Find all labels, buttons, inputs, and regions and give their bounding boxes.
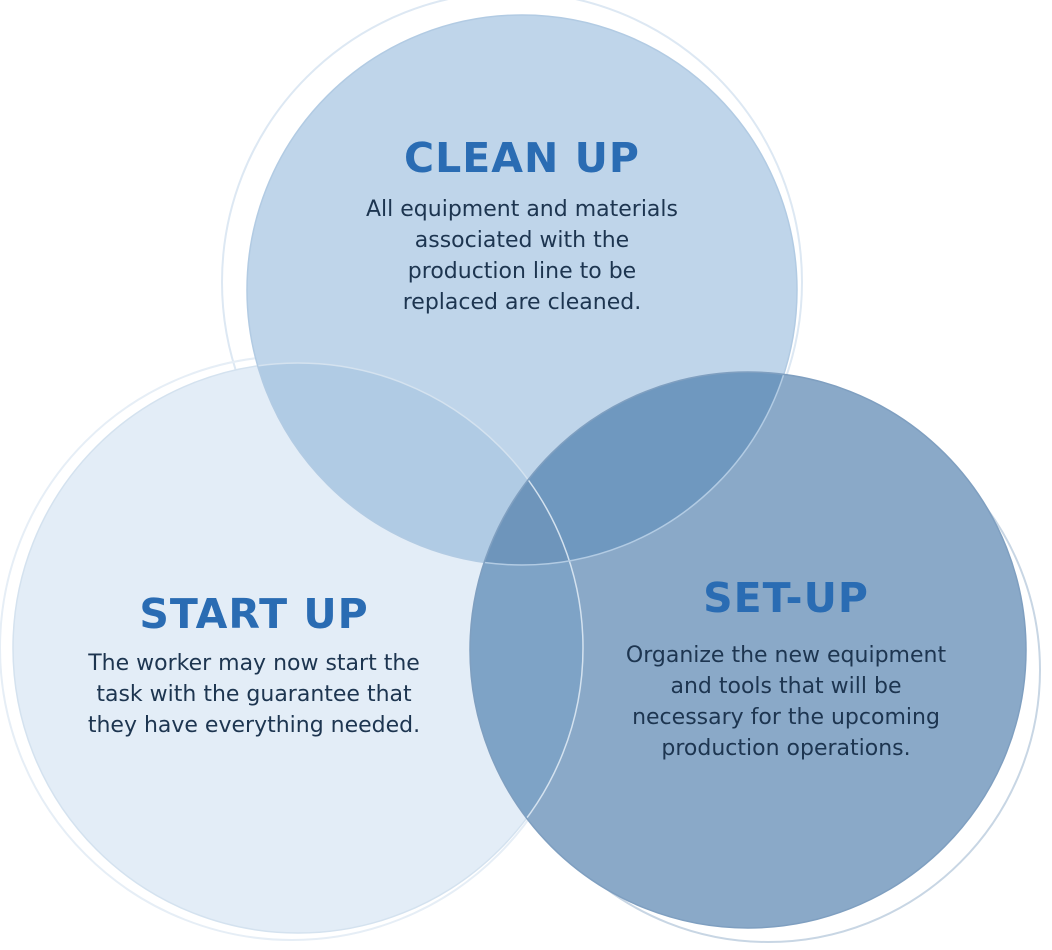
clean-up-rim [246, 14, 798, 566]
set-up-title: SET-UP [703, 574, 869, 622]
set-up-line: and tools that will be [670, 674, 902, 699]
clean-up-line: production line to be [407, 259, 637, 284]
overlap-clean-setup [470, 372, 797, 565]
clean-up-line: All equipment and materials [366, 197, 678, 222]
set-up-line: production operations. [661, 736, 911, 761]
set-up-line: Organize the new equipment [625, 643, 947, 668]
set-up-rim [469, 371, 1027, 929]
start-up-block: START UP The worker may now start the ta… [54, 590, 454, 741]
clean-up-title: CLEAN UP [404, 134, 640, 182]
start-up-line: The worker may now start the [88, 651, 420, 676]
start-up-rim [12, 362, 584, 934]
start-up-line: task with the guarantee that [96, 682, 412, 707]
set-up-block: SET-UP Organize the new equipment and to… [590, 574, 982, 764]
overlap-clean-start [247, 363, 583, 565]
clean-up-block: CLEAN UP All equipment and materials ass… [322, 134, 722, 318]
clean-up-line: replaced are cleaned. [402, 290, 642, 315]
clean-up-line: associated with the [414, 228, 630, 253]
set-up-line: necessary for the upcoming [632, 705, 940, 730]
start-up-title: START UP [139, 590, 369, 638]
start-up-line: they have everything needed. [87, 713, 421, 738]
